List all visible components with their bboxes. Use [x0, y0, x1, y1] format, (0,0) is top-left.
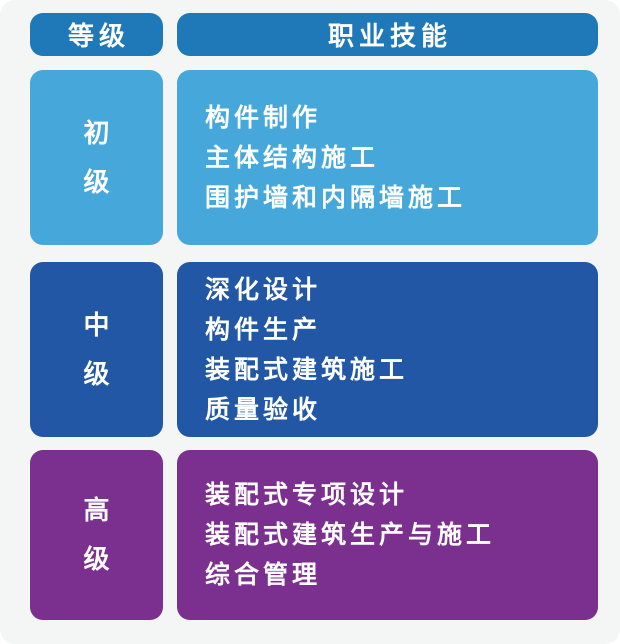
row-intermediate: 中 级 深化设计 构件生产 装配式建筑施工 质量验收	[30, 262, 598, 437]
skill-item: 质量验收	[205, 395, 322, 424]
skill-item: 主体结构施工	[205, 143, 380, 172]
level-char: 中	[83, 309, 110, 340]
level-badge-intermediate: 中 级	[30, 262, 163, 437]
skills-column-header: 职业技能	[177, 13, 598, 56]
skills-box-elementary: 构件制作 主体结构施工 围护墙和内隔墙施工	[177, 70, 598, 245]
skill-item: 构件制作	[205, 103, 322, 132]
row-advanced: 高 级 装配式专项设计 装配式建筑生产与施工 综合管理	[30, 450, 598, 620]
skill-item: 装配式建筑施工	[205, 355, 409, 384]
skills-box-intermediate: 深化设计 构件生产 装配式建筑施工 质量验收	[177, 262, 598, 437]
level-column-header: 等级	[30, 13, 163, 56]
skill-item: 深化设计	[205, 275, 322, 304]
skill-item: 装配式建筑生产与施工	[205, 521, 496, 549]
level-char: 级	[83, 358, 110, 389]
level-badge-advanced: 高 级	[30, 450, 163, 620]
skill-item: 构件生产	[205, 315, 322, 344]
level-badge-elementary: 初 级	[30, 70, 163, 245]
level-char: 级	[83, 166, 110, 197]
level-column-header-label: 等级	[67, 21, 130, 51]
level-char: 初	[83, 117, 110, 148]
row-elementary: 初 级 构件制作 主体结构施工 围护墙和内隔墙施工	[30, 70, 598, 245]
skills-box-advanced: 装配式专项设计 装配式建筑生产与施工 综合管理	[177, 450, 598, 620]
header-row: 等级 职业技能	[30, 13, 598, 56]
level-char: 级	[83, 544, 110, 574]
skill-item: 装配式专项设计	[205, 481, 409, 509]
level-char: 高	[83, 495, 110, 525]
skills-column-header-label: 职业技能	[327, 21, 452, 51]
skill-item: 综合管理	[205, 561, 322, 589]
skill-item: 围护墙和内隔墙施工	[205, 183, 467, 212]
